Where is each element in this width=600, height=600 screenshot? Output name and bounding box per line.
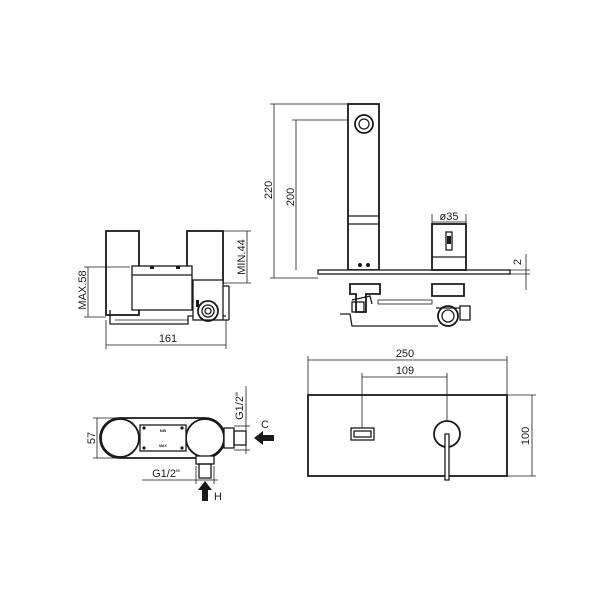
dim-161: 161 <box>159 333 177 345</box>
dim-109: 109 <box>396 365 414 377</box>
side-handle <box>431 223 467 271</box>
label-cold: C <box>261 419 269 431</box>
top-right-valve <box>185 418 225 458</box>
dim-diameter-35: ø35 <box>440 211 459 223</box>
front-view: MAX.58 MIN.44 161 <box>77 230 251 349</box>
dim-57: 57 <box>86 432 98 444</box>
hot-arrow-icon <box>198 481 212 501</box>
dim-220: 220 <box>263 181 275 199</box>
dim-min-44: MIN.44 <box>236 239 248 274</box>
dim-g12-hot: G1/2" <box>152 468 180 480</box>
dim-max-58: MAX.58 <box>77 270 89 309</box>
side-wall-plate <box>317 269 511 275</box>
dim-100: 100 <box>520 427 532 445</box>
dim-g12-cold: G1/2" <box>234 392 246 420</box>
body-mark-min: MIN <box>160 429 167 433</box>
plate-view: 250 109 100 <box>307 348 536 481</box>
top-left-valve <box>100 418 140 458</box>
top-view: MIN MAX 57 G1/2" G1/2" C H <box>86 386 274 503</box>
cover-plate <box>307 394 508 477</box>
dim-250: 250 <box>396 348 414 360</box>
body-mark-max: MAX <box>159 444 167 448</box>
dim-2: 2 <box>512 259 524 265</box>
dim-200: 200 <box>285 188 297 206</box>
top-cold-connection <box>223 427 235 449</box>
front-pipe-fitting <box>197 300 219 322</box>
top-hot-connection <box>195 455 215 465</box>
front-body <box>131 265 193 311</box>
label-hot: H <box>214 491 222 503</box>
side-spout-outlet <box>354 114 374 134</box>
side-view: 220 200 ø35 2 <box>263 103 530 327</box>
cold-arrow-icon <box>254 431 274 445</box>
side-pipe-fitting <box>437 305 459 327</box>
